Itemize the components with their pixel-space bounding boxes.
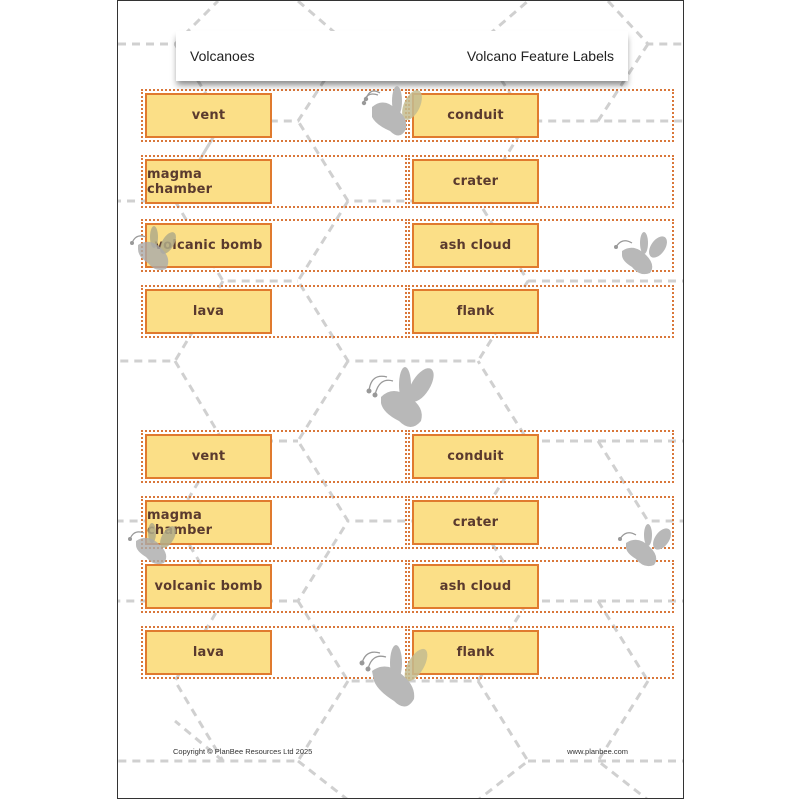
label-magma-chamber: magma chamber xyxy=(145,159,272,204)
bee-icon xyxy=(130,226,176,271)
topic-title: Volcanoes xyxy=(190,48,255,64)
bee-icon xyxy=(618,524,671,567)
label-card: crater xyxy=(408,496,674,549)
label-card: volcanic bomb xyxy=(141,560,407,613)
label-card: magma chamber xyxy=(141,155,407,208)
copyright-text: Copyright © PlanBee Resources Ltd 2025 xyxy=(173,747,313,756)
label-card: ash cloud xyxy=(408,560,674,613)
worksheet-page: Volcanoes Volcano Feature Labels vent co… xyxy=(117,0,684,799)
label-vent: vent xyxy=(145,93,272,138)
label-flank: flank xyxy=(412,630,539,675)
label-card: vent xyxy=(141,430,407,483)
label-card: lava xyxy=(141,285,407,338)
bee-icon xyxy=(128,523,176,565)
label-card: flank xyxy=(408,626,674,679)
label-lava: lava xyxy=(145,630,272,675)
bee-icon xyxy=(359,645,428,707)
label-conduit: conduit xyxy=(412,93,539,138)
label-ash-cloud: ash cloud xyxy=(412,223,539,268)
website-text: www.planbee.com xyxy=(567,747,628,756)
bee-icon xyxy=(614,232,667,275)
worksheet-header: Volcanoes Volcano Feature Labels xyxy=(176,31,628,81)
label-card: vent xyxy=(141,89,407,142)
label-lava: lava xyxy=(145,289,272,334)
bee-icon xyxy=(361,86,422,136)
label-vent: vent xyxy=(145,434,272,479)
label-card: conduit xyxy=(408,430,674,483)
label-card: ash cloud xyxy=(408,219,674,272)
label-crater: crater xyxy=(412,159,539,204)
label-conduit: conduit xyxy=(412,434,539,479)
bee-icon xyxy=(366,367,434,427)
label-card: crater xyxy=(408,155,674,208)
worksheet-title: Volcano Feature Labels xyxy=(466,48,614,64)
label-crater: crater xyxy=(412,500,539,545)
label-ash-cloud: ash cloud xyxy=(412,564,539,609)
label-volcanic-bomb: volcanic bomb xyxy=(145,564,272,609)
label-card: flank xyxy=(408,285,674,338)
label-card: lava xyxy=(141,626,407,679)
label-card: conduit xyxy=(408,89,674,142)
label-flank: flank xyxy=(412,289,539,334)
